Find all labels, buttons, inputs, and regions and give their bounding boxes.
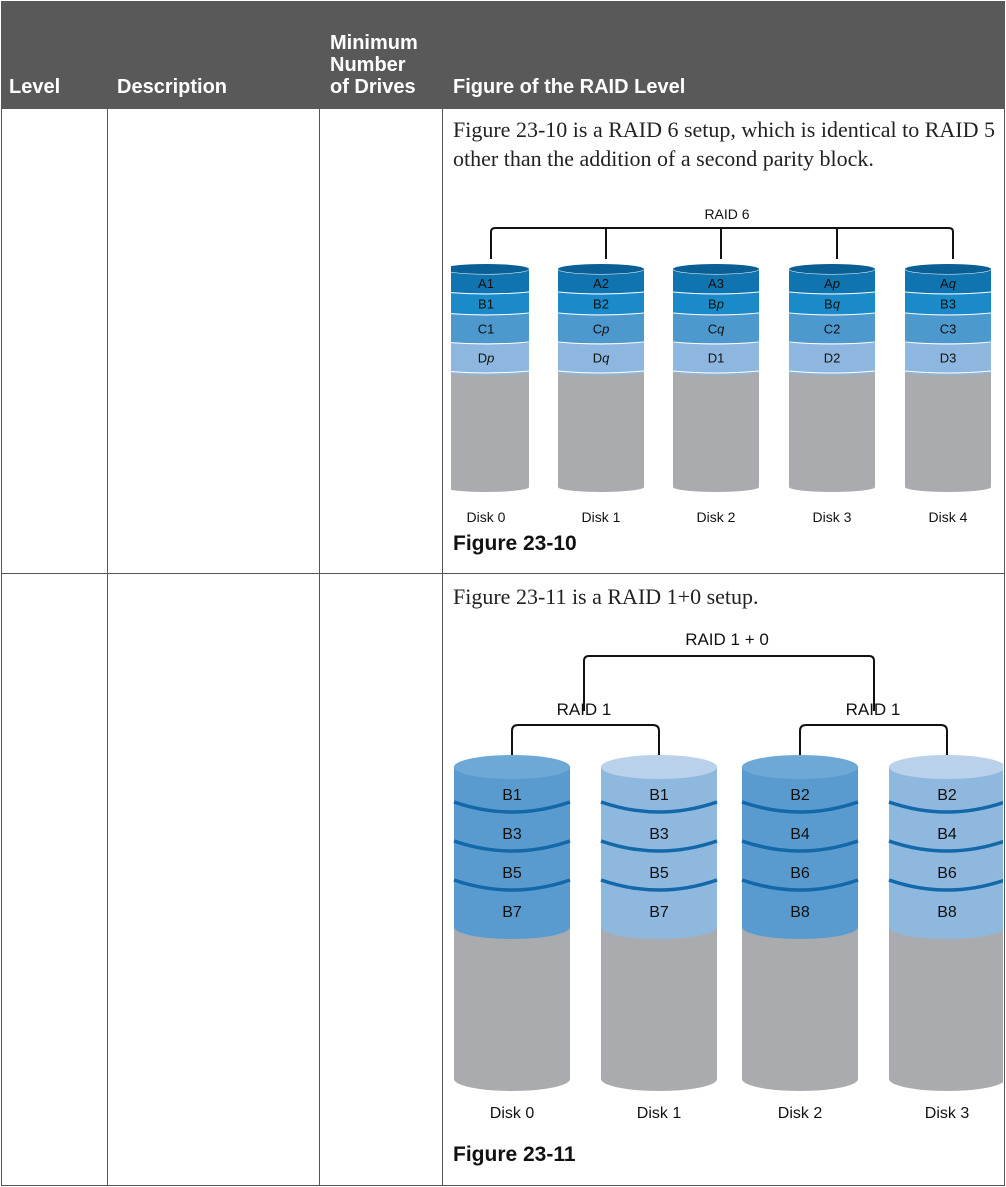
disk-label: Disk 0: [467, 509, 506, 525]
disk-block-label: A2: [593, 276, 609, 291]
disk-block-label: D3: [940, 351, 957, 366]
disk-block-label: B7: [649, 904, 669, 921]
disk-block-label: B3: [649, 826, 669, 843]
disk-label: Disk 0: [490, 1105, 535, 1122]
disk-block-label: B6: [937, 865, 957, 882]
disk-label: Disk 1: [637, 1105, 682, 1122]
raid6-caption: Figure 23-10: [453, 532, 577, 555]
disk-label: Disk 2: [697, 509, 736, 525]
disk-block-label: Ap: [824, 276, 840, 291]
disk-label: Disk 1: [582, 509, 621, 525]
disk-block-label: Aq: [940, 276, 957, 291]
disk-label: Disk 4: [929, 509, 968, 525]
disk-block-label: A1: [478, 276, 494, 291]
disk-block-label: Cp: [593, 322, 610, 337]
disk-block-label: Bp: [708, 297, 724, 312]
disk-block-label: B1: [502, 787, 522, 804]
disk-block-label: D2: [824, 351, 841, 366]
table-border-left: [1, 109, 2, 1186]
raid1-left-title: RAID 1: [557, 700, 612, 719]
disk-block-label: B5: [649, 865, 669, 882]
raid6-title: RAID 6: [704, 206, 749, 222]
disk-block-label: B2: [593, 297, 609, 312]
raid1-right-title: RAID 1: [846, 700, 901, 719]
disk-block-label: B7: [502, 904, 522, 921]
table-header: Level Description Minimum Number of Driv…: [1, 1, 1005, 109]
table-border-bottom: [1, 1185, 1005, 1186]
disk-block-label: B4: [937, 826, 957, 843]
header-description: Description: [117, 76, 228, 98]
disk-block-label: B6: [790, 865, 810, 882]
disk-block-label: D1: [708, 351, 725, 366]
disk-block-label: Dq: [593, 351, 610, 366]
disk-block-label: B3: [940, 297, 956, 312]
disk-block-label: B8: [937, 904, 957, 921]
disk-block-label: B3: [502, 826, 522, 843]
column-divider: [442, 109, 443, 1186]
row-divider: [1, 573, 1005, 574]
column-divider: [107, 109, 108, 1186]
disk-block-label: C1: [478, 322, 495, 337]
header-level: Level: [9, 76, 61, 98]
disk-block-label: Cq: [708, 322, 725, 337]
header-figure: Figure of the RAID Level: [453, 76, 686, 98]
disk-block-label: C3: [940, 322, 957, 337]
disk-label: Disk 3: [813, 509, 852, 525]
disk-block-label: B4: [790, 826, 810, 843]
disk-block-label: B8: [790, 904, 810, 921]
disk-block-label: C2: [824, 322, 841, 337]
raid10-description: Figure 23-11 is a RAID 1+0 setup.: [453, 584, 759, 609]
disk-block-label: B2: [790, 787, 810, 804]
disk-block-label: A3: [708, 276, 724, 291]
disk-label: Disk 3: [925, 1105, 970, 1122]
disk-block-label: B5: [502, 865, 522, 882]
disk-block-label: Dp: [478, 351, 495, 366]
disk-block-label: Bq: [824, 297, 841, 312]
raid10-title: RAID 1 + 0: [685, 630, 769, 649]
raid10-caption: Figure 23-11: [453, 1143, 576, 1166]
column-divider: [319, 109, 320, 1186]
disk-block-label: B1: [649, 787, 669, 804]
header-min-drives: Minimum Number of Drives: [330, 32, 418, 98]
disk-label: Disk 2: [778, 1105, 823, 1122]
table-border-right: [1004, 109, 1005, 1186]
raid6-description: Figure 23-10 is a RAID 6 setup, which is…: [453, 117, 995, 171]
disk-block-label: B1: [478, 297, 494, 312]
disk-block-label: B2: [937, 787, 957, 804]
